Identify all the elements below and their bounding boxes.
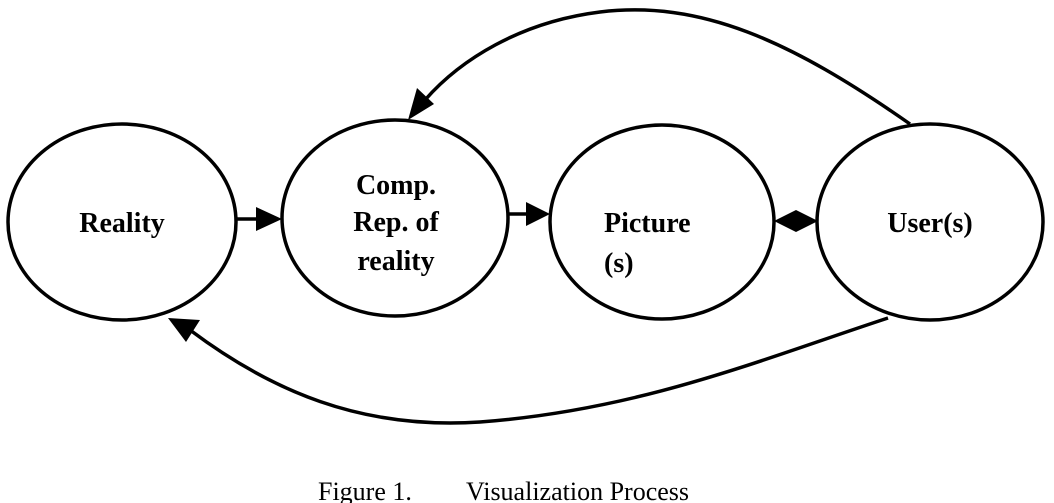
node-users-ellipse [815,122,1045,322]
arrowhead-picture-side [774,210,796,232]
arrowhead-reality-to-comp-rep [256,207,282,231]
node-users-label: User(s) [887,208,973,239]
node-comp-rep-label-line-2: Rep. of [353,207,439,238]
arrowhead-users-to-comp-rep [408,88,434,120]
arrowhead-comp-rep-to-picture [526,202,550,226]
node-comp-rep-ellipse [280,118,510,318]
arrowhead-users-side [796,210,818,232]
figure-title: Visualization Process [466,477,689,503]
edge-users-to-comp-rep [423,8,912,126]
node-picture-label-line-2: (s) [604,248,634,279]
arrowhead-users-to-reality [168,318,200,342]
node-picture-ellipse [548,123,776,321]
node-picture-label-line-1: Picture [604,208,691,239]
node-comp-rep-label-line-3: reality [357,246,434,277]
node-comp-rep-label-line-1: Comp. [356,170,436,201]
figure-number: Figure 1. [318,477,412,503]
node-reality-label: Reality [79,208,165,239]
edge-users-to-reality [188,316,889,425]
node-reality-ellipse [6,122,238,322]
